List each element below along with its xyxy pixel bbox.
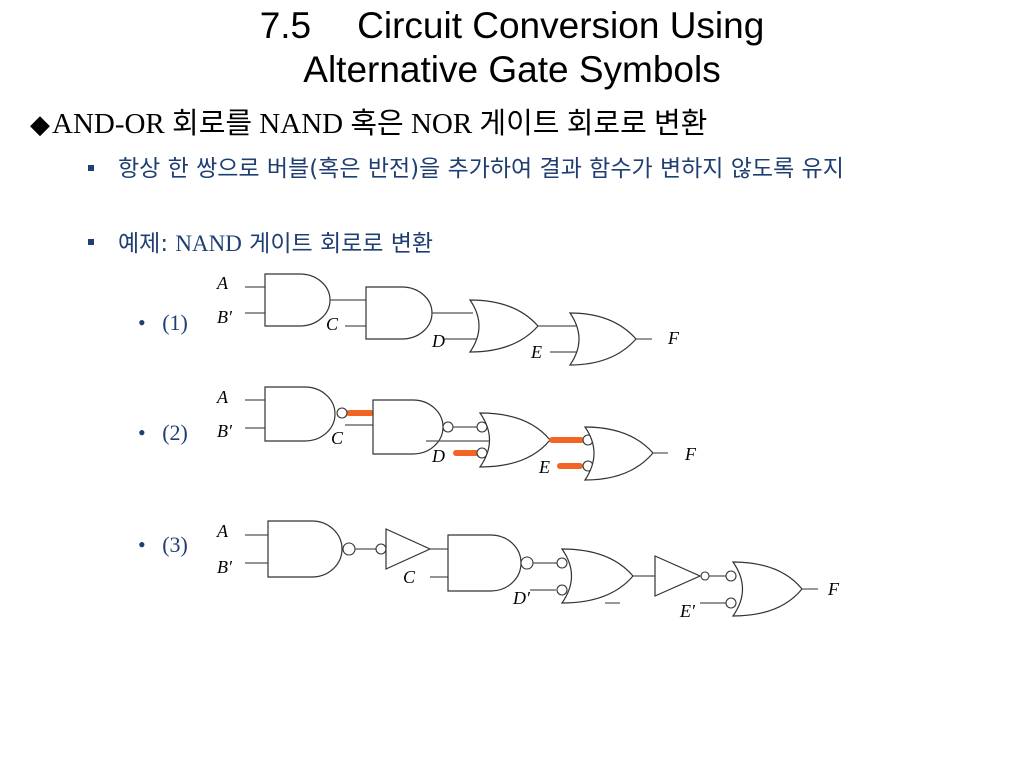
step-number: (2) bbox=[162, 420, 188, 445]
label-a: A bbox=[216, 521, 229, 541]
circuit-1: A B′ C D E F bbox=[216, 273, 680, 366]
sub-bullet-2-text: 예제: NAND 게이트 회로로 변환 bbox=[118, 228, 978, 260]
title-line-1: 7.5 Circuit Conversion Using bbox=[0, 4, 1024, 48]
inversion-bubble bbox=[700, 571, 710, 581]
or-gate bbox=[731, 561, 803, 617]
example-nand: NAND bbox=[175, 231, 242, 256]
or-gate bbox=[568, 312, 637, 366]
label-f: F bbox=[667, 328, 680, 348]
square-bullet-icon bbox=[88, 165, 94, 171]
step-bullet: • bbox=[138, 420, 146, 445]
inversion-bubble bbox=[725, 570, 737, 582]
square-bullet-icon bbox=[88, 239, 94, 245]
main-bullet: ◆AND-OR 회로를 NAND 혹은 NOR 게이트 회로로 변환 bbox=[30, 106, 707, 143]
or-gate bbox=[478, 412, 551, 468]
label-d: D′ bbox=[512, 588, 531, 608]
label-a: A bbox=[216, 387, 229, 407]
diamond-bullet-icon: ◆ bbox=[30, 110, 50, 139]
label-a: A bbox=[216, 273, 229, 293]
inversion-bubble bbox=[556, 557, 568, 569]
step-bullet: • bbox=[138, 310, 146, 335]
and-gate bbox=[264, 386, 336, 442]
label-b: B′ bbox=[217, 421, 233, 441]
label-e: E bbox=[530, 342, 542, 362]
or-gate bbox=[560, 548, 634, 604]
example-prefix: 예제: bbox=[118, 231, 176, 257]
label-d: D bbox=[431, 446, 445, 466]
label-d: D bbox=[431, 331, 445, 351]
and-gate bbox=[267, 520, 343, 578]
step-3-label: • (3) bbox=[138, 532, 188, 558]
title-text-1: Circuit Conversion Using bbox=[357, 5, 765, 46]
example-suffix: 게이트 회로로 변환 bbox=[241, 231, 434, 257]
slide-title: 7.5 Circuit Conversion Using Alternative … bbox=[0, 4, 1024, 92]
and-gate bbox=[264, 273, 331, 327]
label-e: E′ bbox=[679, 601, 696, 621]
inversion-bubble bbox=[342, 542, 356, 556]
section-number: 7.5 bbox=[259, 5, 312, 46]
buffer-gate bbox=[385, 528, 432, 570]
label-f: F bbox=[827, 579, 840, 599]
step-bullet: • bbox=[138, 532, 146, 557]
and-gate bbox=[365, 286, 433, 340]
and-gate bbox=[447, 534, 522, 592]
label-b: B′ bbox=[217, 557, 233, 577]
label-b: B′ bbox=[217, 307, 233, 327]
label-f: F bbox=[684, 444, 697, 464]
step-2-label: • (2) bbox=[138, 420, 188, 446]
step-1-label: • (1) bbox=[138, 310, 188, 336]
title-line-2: Alternative Gate Symbols bbox=[303, 49, 721, 90]
label-e: E bbox=[538, 457, 550, 477]
inversion-bubble bbox=[520, 556, 534, 570]
inversion-bubble bbox=[375, 543, 387, 555]
or-gate bbox=[468, 299, 539, 353]
buffer-gate bbox=[654, 555, 702, 597]
label-c: C bbox=[326, 314, 339, 334]
main-bullet-text: AND-OR 회로를 NAND 혹은 NOR 게이트 회로로 변환 bbox=[52, 108, 708, 140]
inversion-bubble bbox=[725, 597, 737, 609]
inversion-bubble bbox=[442, 421, 454, 433]
inversion-bubble bbox=[336, 407, 348, 419]
circuit-3: A B′ C D′ E′ F bbox=[216, 520, 840, 621]
sub-bullet-1-text: 항상 한 쌍으로 버블(혹은 반전)을 추가하여 결과 함수가 변하지 않도록 … bbox=[118, 156, 844, 182]
circuit-2: A B′ C D E F bbox=[216, 386, 697, 481]
step-number: (3) bbox=[162, 532, 188, 557]
or-gate bbox=[583, 426, 654, 481]
label-c: C bbox=[403, 567, 416, 587]
step-number: (1) bbox=[162, 310, 188, 335]
label-c: C bbox=[331, 428, 344, 448]
inversion-bubble bbox=[556, 584, 568, 596]
